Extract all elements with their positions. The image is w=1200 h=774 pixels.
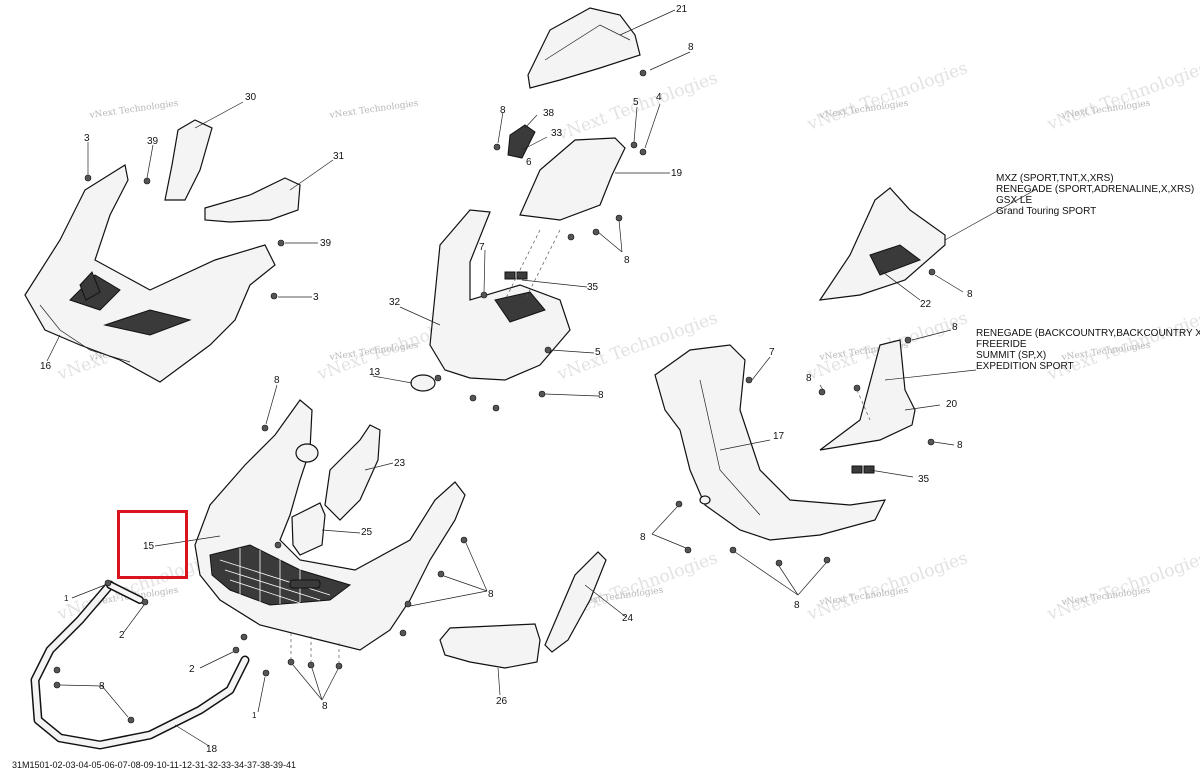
callout-39: 39	[320, 238, 332, 249]
callout-2: 2	[119, 630, 125, 641]
callout-8: 8	[99, 681, 105, 692]
leaders-bottom-center	[154, 384, 627, 701]
model-note: GSX LE	[996, 195, 1033, 206]
model-note: Grand Touring SPORT	[996, 206, 1097, 217]
part-32-body-panel	[429, 209, 571, 381]
callout-5: 5	[633, 97, 639, 108]
callout-23: 23	[394, 458, 406, 469]
part-13-grommet	[410, 374, 436, 392]
part-15-highlight-box[interactable]	[117, 510, 188, 579]
model-notes-part-22: MXZ (SPORT,TNT,X,XRS) RENEGADE (SPORT,AD…	[996, 173, 1194, 217]
part-20-side-cover	[819, 339, 916, 451]
callout-2: 2	[189, 664, 195, 675]
callout-1: 1	[252, 711, 257, 720]
callout-8: 8	[488, 589, 494, 600]
callout-8: 8	[322, 701, 328, 712]
part-21-upper-cover	[527, 7, 641, 89]
callout-labels: 21 8 30 8 38 5 4 3 39 33 31 6 19 39 7 8 …	[40, 4, 973, 755]
part-35-clips-right	[851, 465, 875, 474]
callout-35: 35	[918, 474, 930, 485]
callout-8: 8	[624, 255, 630, 266]
callout-8: 8	[274, 375, 280, 386]
fasteners-top-right	[879, 189, 1036, 301]
part-30-duct	[164, 119, 213, 201]
callout-8: 8	[806, 373, 812, 384]
model-notes-part-20: RENEGADE (BACKCOUNTRY,BACKCOUNTRY X) FRE…	[976, 328, 1200, 372]
leaders-mid-right	[651, 329, 977, 596]
part-31-panel	[204, 177, 301, 223]
part-22-side-panel	[818, 187, 946, 301]
callout-38: 38	[543, 108, 555, 119]
model-note: SUMMIT (SP,X)	[976, 350, 1047, 361]
callout-17: 17	[773, 431, 785, 442]
part-38-clip	[507, 124, 536, 159]
model-note: MXZ (SPORT,TNT,X,XRS)	[996, 173, 1114, 184]
callout-7: 7	[479, 242, 485, 253]
callout-8: 8	[794, 600, 800, 611]
callout-13: 13	[369, 367, 381, 378]
model-note: RENEGADE (BACKCOUNTRY,BACKCOUNTRY X)	[976, 328, 1200, 339]
callout-35: 35	[587, 282, 599, 293]
part-16-front-cap	[24, 164, 276, 383]
model-note: RENEGADE (SPORT,ADRENALINE,X,XRS)	[996, 184, 1195, 195]
fasteners-top-center	[434, 69, 647, 412]
callout-8: 8	[598, 390, 604, 401]
part-24-side-skirt	[544, 551, 607, 653]
leaders-top-center	[372, 9, 691, 397]
callout-16: 16	[40, 361, 52, 372]
leaders-top-left	[46, 101, 334, 362]
callout-7: 7	[769, 347, 775, 358]
callout-18: 18	[206, 744, 218, 755]
part-25-insert	[291, 502, 326, 556]
fasteners-top-left	[84, 174, 285, 300]
callout-8: 8	[500, 105, 506, 116]
part-18-front-bumper	[30, 580, 250, 750]
callout-30: 30	[245, 92, 257, 103]
callout-21: 21	[676, 4, 688, 15]
watermark-large: vNext Technologies	[804, 58, 970, 135]
callout-8: 8	[952, 322, 958, 333]
part-15-front-bumper-cover	[194, 399, 466, 651]
callout-3: 3	[84, 133, 90, 144]
callout-33: 33	[551, 128, 563, 139]
part-35-clips-center	[504, 271, 528, 280]
fasteners-bottom-left	[53, 579, 270, 724]
callout-8: 8	[967, 289, 973, 300]
callout-6: 6	[526, 157, 532, 168]
callout-20: 20	[946, 399, 958, 410]
part-19-side-cover	[519, 137, 626, 221]
callout-15: 15	[143, 541, 155, 552]
callout-22: 22	[920, 299, 932, 310]
document-id: 31M1501-02-03-04-05-06-07-08-09-10-11-12…	[12, 760, 297, 770]
callout-26: 26	[496, 696, 508, 707]
callout-31: 31	[333, 151, 345, 162]
callout-8: 8	[957, 440, 963, 451]
callout-8: 8	[688, 42, 694, 53]
watermark-large: vNext Technologies	[1044, 548, 1200, 625]
callout-8: 8	[640, 532, 646, 543]
part-26-skirt-panel	[439, 623, 541, 669]
callout-5: 5	[595, 347, 601, 358]
callout-19: 19	[671, 168, 683, 179]
part-17-tunnel-side	[654, 344, 887, 541]
callout-24: 24	[622, 613, 634, 624]
callout-39: 39	[147, 136, 159, 147]
callout-25: 25	[361, 527, 373, 538]
part-23-insert	[324, 424, 381, 521]
callout-4: 4	[656, 92, 662, 103]
leaders-bottom-left	[59, 584, 266, 747]
watermark-small: vNext Technologies	[88, 99, 179, 122]
watermark-small: vNext Technologies	[328, 99, 419, 122]
callout-1: 1	[64, 594, 69, 603]
callout-32: 32	[389, 297, 401, 308]
watermark-large: vNext Technologies	[1044, 58, 1200, 135]
fasteners-mid-right	[675, 336, 935, 567]
model-note: FREERIDE	[976, 339, 1027, 350]
model-note: EXPEDITION SPORT	[976, 361, 1074, 372]
callout-3: 3	[313, 292, 319, 303]
